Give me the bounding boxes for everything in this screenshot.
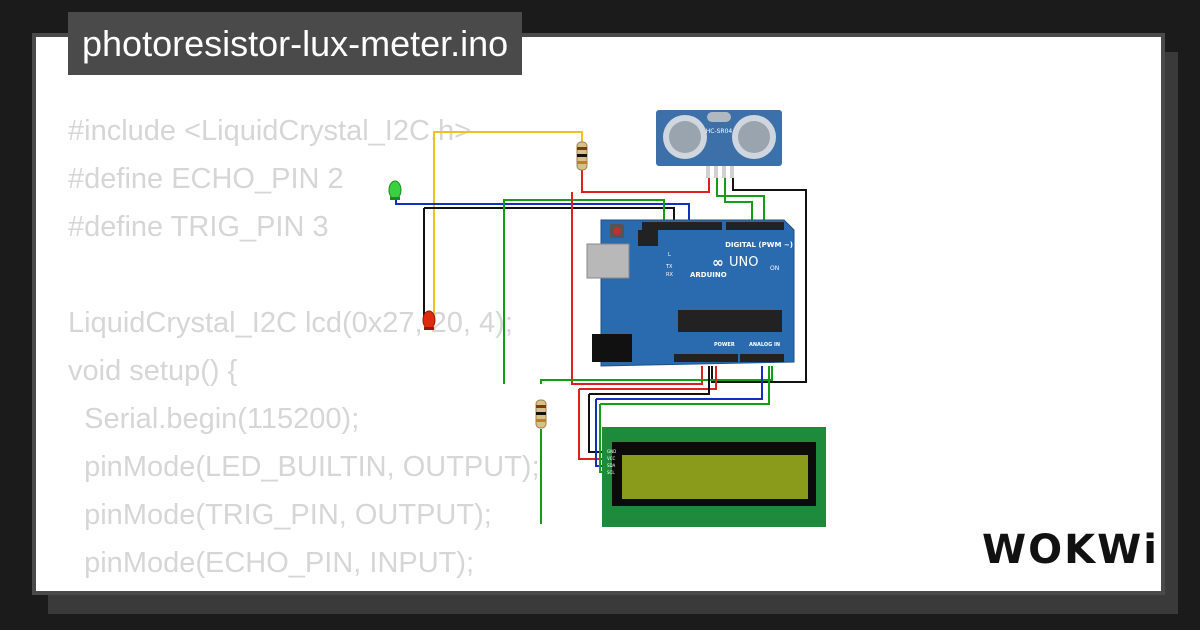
lcd-pin-scl: SCL: [607, 470, 615, 475]
lcd-module: GND VCC SDA SCL: [602, 427, 826, 527]
arduino-board: DIGITAL (PWM ~) ∞ UNO ARDUINO ON TX RX L…: [586, 219, 795, 367]
code-line: void setup() {: [68, 355, 238, 387]
wire-red-5v: [571, 192, 703, 385]
lcd-pin-gnd: GND: [607, 449, 616, 454]
sensor-label: HC-SR04: [706, 128, 733, 135]
code-lines: #include <LiquidCrystal_I2C.h> #define EC…: [68, 107, 540, 591]
ultrasonic-sensor: HC-SR04: [656, 110, 782, 178]
rx-label: RX: [666, 272, 673, 278]
lcd-pin-vcc: VCC: [607, 456, 616, 461]
lcd-screen: [622, 455, 808, 499]
code-line: LiquidCrystal_I2C lcd(0x27, 20, 4);: [68, 307, 513, 339]
digital-label: DIGITAL (PWM ~): [725, 241, 793, 249]
wire-green-a4: [540, 366, 773, 384]
resistor-top: [576, 141, 588, 171]
led-green: [388, 180, 402, 200]
board-name: UNO: [729, 255, 758, 270]
analog-label: ANALOG IN: [749, 342, 780, 348]
tx-label: TX: [665, 264, 673, 270]
code-line: Serial.begin(115200);: [68, 403, 360, 435]
wire-green-sensor: [716, 176, 765, 226]
wire-blue: [395, 200, 690, 226]
power-label: POWER: [714, 342, 735, 348]
code-line: pinMode(ECHO_PIN, INPUT);: [68, 547, 475, 579]
usb-port: [586, 243, 630, 279]
code-line: #include <LiquidCrystal_I2C.h>: [68, 115, 472, 147]
preview-card[interactable]: #include <LiquidCrystal_I2C.h> #define EC…: [32, 33, 1165, 595]
wire-green-left: [503, 199, 665, 384]
on-label: ON: [770, 265, 779, 272]
code-line: #define ECHO_PIN 2: [68, 163, 344, 195]
power-jack: [592, 334, 632, 362]
wokwi-logo: WOKWi: [982, 527, 1159, 573]
lcd-pin-sda: SDA: [607, 463, 616, 468]
l-label: L: [668, 252, 671, 258]
code-line: pinMode(LED_BUILTIN, OUTPUT);: [68, 451, 540, 483]
mcu-chip: [678, 310, 782, 332]
wire-red-sensor: [581, 169, 710, 193]
wire-blue-sda: [595, 366, 763, 467]
board-brand: ARDUINO: [690, 271, 727, 279]
arduino-logo: ∞: [712, 255, 724, 271]
code-line: pinMode(TRIG_PIN, OUTPUT);: [68, 499, 492, 531]
led-red: [422, 310, 436, 330]
code-line: #define TRIG_PIN 3: [68, 211, 329, 243]
wire-yellow: [433, 131, 579, 314]
resistor-bottom: [535, 399, 547, 429]
circuit-diagram: HC-SR04 DIGITAL (PWM ~) ∞ UNO ARDUINO ON…: [388, 110, 826, 527]
wire-green-echo: [724, 176, 753, 226]
wires: [395, 131, 807, 524]
project-title: photoresistor-lux-meter.ino: [68, 12, 523, 75]
code-preview: #include <LiquidCrystal_I2C.h> #define EC…: [68, 107, 540, 591]
